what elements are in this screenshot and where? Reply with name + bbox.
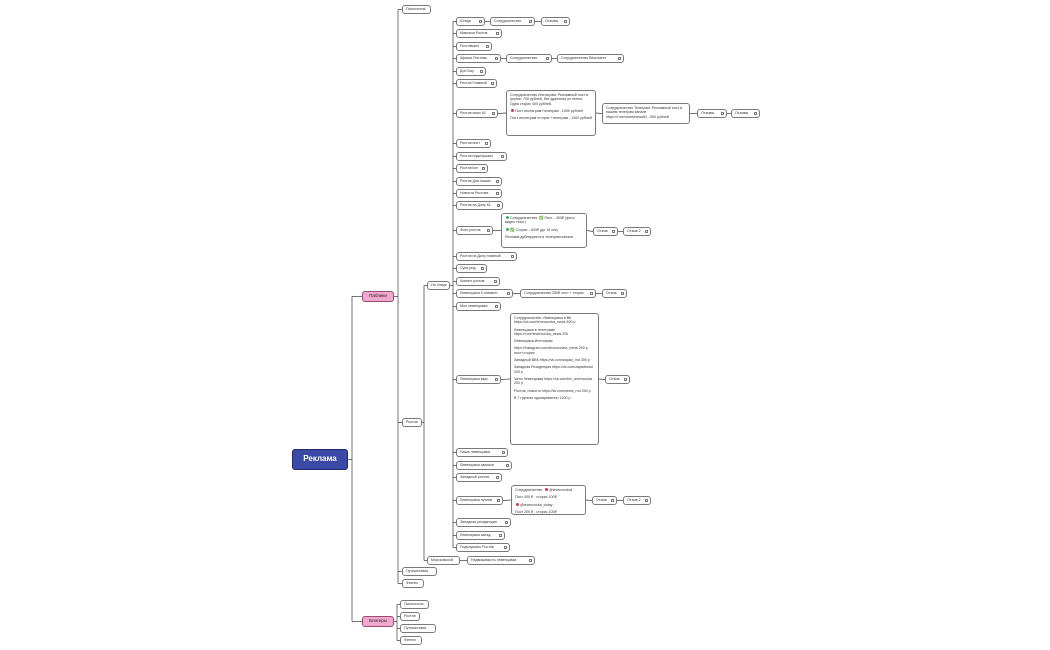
- link-news61-otzyvy-2[interactable]: Отзывы: [731, 109, 760, 118]
- link-nedvizhimost[interactable]: Недвижимость левенцовка: [467, 556, 535, 565]
- link-yugeda[interactable]: Югеда: [456, 17, 485, 26]
- note-news61-telegram: Сотрудничество Телеграм: Рекламный пост …: [602, 103, 690, 124]
- instagram-icon: [516, 502, 519, 506]
- connector-segment: [598, 378, 606, 380]
- link-levenzovka-zapad[interactable]: Левенцовка запад: [456, 531, 505, 540]
- link-afisha-sotrudnichestvo[interactable]: Сотрудничество: [506, 54, 552, 63]
- link-foto-otzyv-2[interactable]: Отзыв 2: [623, 227, 651, 236]
- link-lev-vkus-otzyv[interactable]: Отзыв: [605, 375, 630, 384]
- link-nasha-levenzovka[interactable]: Наша левенцовка: [456, 448, 508, 457]
- topic-fitnes[interactable]: Фитнес: [402, 579, 424, 588]
- link-yugeda-otzyvy[interactable]: Отзывы: [541, 17, 570, 26]
- note-lev-line-1: Сотрудничество: Левенцовка в ВК https://…: [514, 316, 576, 325]
- link-moya-levenzovka[interactable]: Моя левенцовка: [456, 302, 501, 311]
- instagram-icon: [545, 488, 549, 492]
- link-afisha-sotrudnichestvo-vk[interactable]: Сотрудничество ВКонтакте: [557, 54, 624, 63]
- link-lev-put-otzyv-2[interactable]: Отзыв 2: [623, 496, 651, 505]
- link-don-day[interactable]: Дон Day: [456, 67, 486, 76]
- note-lev-put-label: Сотрудничество:: [515, 488, 544, 492]
- link-levenzovka-puteev[interactable]: Левенцовка путеев: [456, 496, 503, 505]
- note-levenzovka-groups: Сотрудничество: Левенцовка в ВК https://…: [510, 313, 599, 445]
- note-news61-line-2: Пост инстаграм+телеграм - 1000 рублей: [510, 109, 592, 113]
- link-levenzovka-5-element[interactable]: Левенцовка 5 элемент: [456, 289, 513, 298]
- note-news61-line-3: Пост инстаграм+сторис +телеграм - 1400 р…: [510, 116, 592, 121]
- link-podslushano-rostov[interactable]: Подслушано Ростов: [456, 543, 510, 552]
- link-lev-5-otzyv[interactable]: Отзыв: [602, 289, 627, 298]
- topic-puteshestviya[interactable]: Путешествия: [402, 567, 437, 576]
- connector-segment: [585, 499, 593, 501]
- note-lev-put-handle-2: @levencovka_today: [520, 502, 553, 507]
- note-lev-line-2: Левенцовка в телеграме https://t.me/leve…: [514, 327, 569, 336]
- topic-na-ulitse[interactable]: На Улице: [427, 281, 450, 290]
- topic-rostov[interactable]: Ростов: [402, 418, 422, 427]
- note-foto-line-1: Сотрудничество: ✅ Пост - 400₽ (фото виде…: [505, 216, 583, 225]
- topic-pabliki[interactable]: Паблики: [362, 291, 394, 302]
- link-supa-rnd[interactable]: Супа рнд: [456, 264, 487, 273]
- note-lev-put-handle-1: @levencovka1: [549, 488, 573, 492]
- link-rostov-glavnyy[interactable]: Ростов Главный: [456, 79, 497, 88]
- connector-segment: [502, 499, 512, 501]
- note-lev-put-line-3: @levencovka_today: [515, 503, 582, 507]
- note-lev-line-6: Западная Резиденция https://vk.com/zapad…: [514, 365, 593, 374]
- note-foto-line-1-text: Сотрудничество: ✅ Пост - 400₽ (фото виде…: [505, 216, 575, 225]
- link-novosti-rostova[interactable]: Новости Ростова: [456, 189, 502, 198]
- link-zapadnyy-rostov[interactable]: Западный ростов: [456, 473, 502, 482]
- link-rostov-live[interactable]: Ростов live: [456, 164, 488, 173]
- note-lev-line-7: Чаты Левенцовки https://vk.com/lev_leven…: [514, 376, 592, 386]
- note-news61-line-2-text: Пост инстаграм+телеграм - 1000 рублей: [515, 108, 583, 113]
- note-news61-tg-text: Сотрудничество Телеграм: Рекламный пост …: [606, 106, 683, 119]
- note-lev-put-line-4: Пост 200 ₽ , сторис 100₽: [515, 509, 557, 514]
- link-afisha[interactable]: Афиша Ростова: [456, 54, 501, 63]
- connector-segment: [497, 112, 507, 114]
- check-icon: [506, 227, 509, 231]
- link-yugeda-sotrudnichestvo[interactable]: Сотрудничество: [490, 17, 535, 26]
- note-foto-rostov: Сотрудничество: ✅ Пост - 400₽ (фото виде…: [501, 213, 587, 248]
- connector-segment: [500, 378, 511, 380]
- link-rostov-dlya-nashikh[interactable]: Ростов Для наших: [456, 177, 502, 186]
- link-zapadnaya-rezidentsiya[interactable]: Западная резиденция: [456, 518, 511, 527]
- link-rostov-na-donu-glavnyy[interactable]: Ростов на Дону главный: [456, 252, 517, 261]
- note-news61-line-1: Сотрудничество Инстаграм: Рекламный пост…: [510, 93, 589, 106]
- note-lev-line-5: Западный ВВК https://vk.com/zapad_rnd 30…: [514, 358, 590, 363]
- blogger-puteshestviya[interactable]: Путешествия: [400, 624, 436, 633]
- link-levenzovka-vkus[interactable]: Левенцовка вкус: [456, 375, 501, 384]
- link-rostov-inst[interactable]: Ростов инст: [456, 139, 491, 148]
- note-lev-line-4: https://instagram.com/levencovka_news 20…: [514, 346, 588, 355]
- connector-segment: [595, 112, 603, 114]
- link-levenzovka-zapiski[interactable]: Левенцовка записки: [456, 461, 512, 470]
- note-levenzovka-puteev: Сотрудничество: @levencovka1 Пост 300 ₽ …: [511, 485, 586, 515]
- topic-psikhologiya[interactable]: Психология: [402, 5, 431, 14]
- note-lev-line-3: Левенцовка Инстаграм: [514, 339, 553, 344]
- link-foto-otzyv[interactable]: Отзыв: [593, 227, 618, 236]
- topic-morskovskoy[interactable]: Морсковской: [427, 556, 460, 565]
- link-kompot-rostov[interactable]: Компот ростов: [456, 277, 500, 286]
- note-lev-put-line-1: Сотрудничество: @levencovka1: [515, 488, 582, 492]
- link-foto-rostov[interactable]: Фото ростов: [456, 226, 493, 235]
- note-lev-line-9: В 7 группах одновременно 1200 р: [514, 395, 571, 400]
- root-node-reklama[interactable]: Реклама: [292, 449, 348, 470]
- note-foto-line-2-text: ✅ Сторис - 400₽ (до 15 сек): [510, 227, 558, 232]
- blogger-rostov[interactable]: Ростов: [400, 612, 420, 621]
- blogger-psikhologiya[interactable]: Психология: [400, 600, 429, 609]
- link-rostovchane[interactable]: Ростовчане: [456, 42, 492, 51]
- link-lev-put-otzyv[interactable]: Отзыв: [592, 496, 617, 505]
- note-foto-line-3: Реклама дублируется в телеграм канале: [505, 234, 574, 239]
- note-lev-put-line-2: Пост 300 ₽ , сторис 100₽: [515, 495, 557, 500]
- topic-blogery[interactable]: Блогеры: [362, 616, 394, 627]
- link-news61-otzyvy-1[interactable]: Отзывы: [697, 109, 727, 118]
- link-lev-5-sotrudnichestvo[interactable]: Сотрудничество 250₽ пост + сторис: [520, 289, 596, 298]
- blogger-fitnes[interactable]: Фитнес: [400, 636, 422, 645]
- link-rostov-news-61[interactable]: Ростов ньюс 61: [456, 109, 498, 118]
- connector-segment: [586, 230, 594, 232]
- note-lev-line-8: Ростов, новости https://vk.com/news_rnd …: [514, 388, 591, 393]
- note-news61-instagram: Сотрудничество Инстаграм: Рекламный пост…: [506, 90, 596, 136]
- link-rostov-na-donu-61[interactable]: Ростов на Дону 61: [456, 201, 503, 210]
- link-rostov-podslushano[interactable]: Ростов подслушано: [456, 152, 507, 161]
- check-icon: [506, 216, 509, 220]
- exclamation-icon: [511, 109, 514, 113]
- link-mamochki[interactable]: Мамочки Ростов: [456, 29, 502, 38]
- note-foto-line-2: ✅ Сторис - 400₽ (до 15 сек): [505, 228, 583, 232]
